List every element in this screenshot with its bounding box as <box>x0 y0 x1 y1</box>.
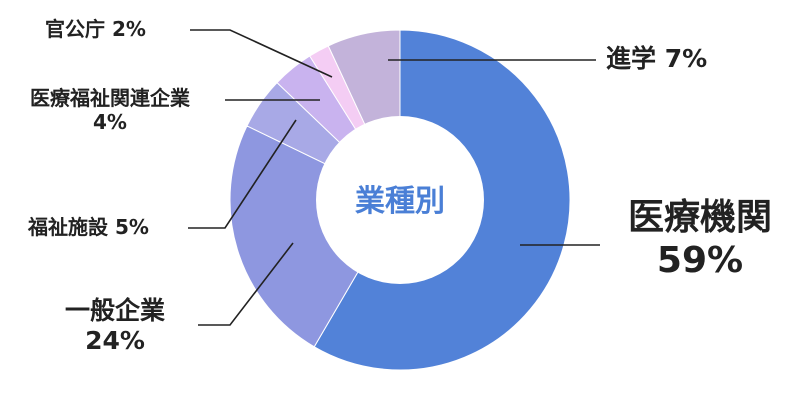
label-company: 一般企業 24% <box>40 296 190 356</box>
center-label: 業種別 <box>355 184 445 219</box>
label-related-name: 医療福祉関連企業 <box>30 86 190 110</box>
label-welfare-name: 福祉施設 <box>28 215 108 239</box>
label-gov: 官公庁 2% <box>45 17 146 41</box>
label-related: 医療福祉関連企業 4% <box>0 86 220 134</box>
label-related-pct: 4% <box>93 110 127 134</box>
label-medical: 医療機関 59% <box>605 196 795 282</box>
label-medical-name: 医療機関 <box>627 197 772 238</box>
label-study: 進学 7% <box>606 44 707 74</box>
donut-hole <box>316 116 484 284</box>
label-company-pct: 24% <box>85 326 145 355</box>
label-welfare-pct: 5% <box>114 215 149 239</box>
label-study-pct: 7% <box>664 44 708 73</box>
label-company-name: 一般企業 <box>64 296 165 325</box>
leader-line-welfare <box>188 119 297 229</box>
leader-line-company <box>198 242 294 326</box>
label-medical-pct: 59% <box>656 240 744 282</box>
label-gov-name: 官公庁 <box>45 17 105 41</box>
leader-line-gov <box>190 29 333 78</box>
label-study-name: 進学 <box>606 44 657 73</box>
label-gov-pct: 2% <box>111 17 146 41</box>
label-welfare: 福祉施設 5% <box>28 215 149 239</box>
